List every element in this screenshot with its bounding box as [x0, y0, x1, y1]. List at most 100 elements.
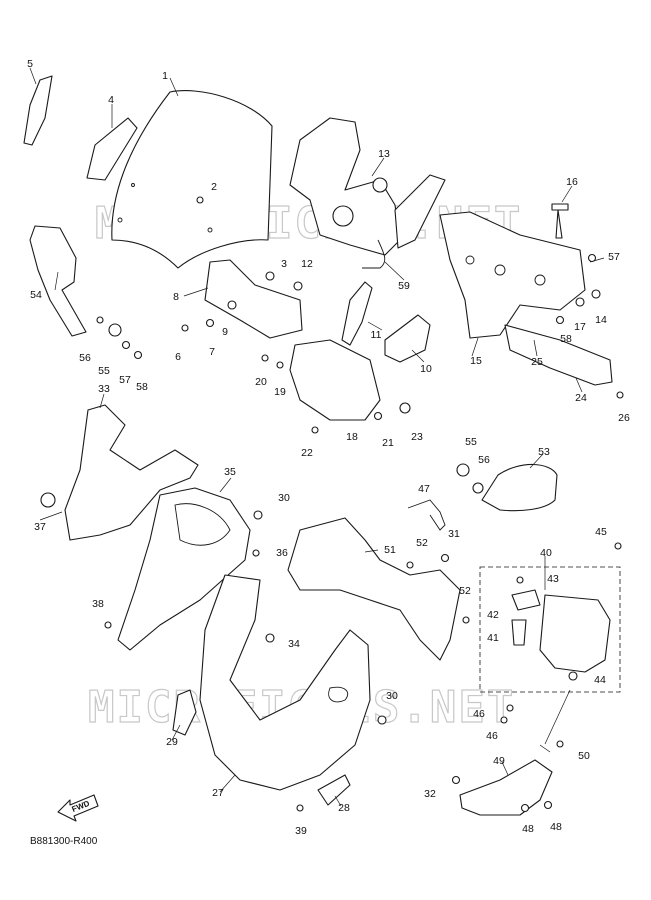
callout: 37 [34, 521, 46, 533]
callout: 46 [473, 708, 485, 720]
callout: 35 [224, 466, 236, 478]
cover-10 [384, 314, 431, 363]
bolt-36 [252, 549, 260, 557]
bolt-32 [451, 775, 461, 785]
nut-17 [575, 297, 585, 307]
callout: 7 [209, 346, 215, 358]
callout: 16 [566, 176, 578, 188]
mirror-53 [481, 463, 558, 512]
callout: 56 [79, 352, 91, 364]
callout: 48 [550, 821, 562, 833]
unit-40 [539, 594, 611, 673]
callout: 55 [465, 436, 477, 448]
bolt-22 [311, 426, 319, 434]
clip-30b [377, 715, 387, 725]
callout: 36 [276, 547, 288, 559]
callout: 40 [540, 547, 552, 559]
bolt-20 [261, 354, 269, 362]
callout: 55 [98, 365, 110, 377]
callout: 30 [386, 690, 398, 702]
callout: 17 [574, 321, 586, 333]
callout: 51 [384, 544, 396, 556]
callout: 52 [416, 537, 428, 549]
callout: 39 [295, 825, 307, 837]
nut-44 [568, 671, 578, 681]
callout: 5 [27, 58, 33, 70]
callout: 46 [486, 730, 498, 742]
bracket-49 [459, 759, 553, 816]
callout: 25 [531, 356, 543, 368]
clip-52b [462, 616, 470, 624]
callout: 41 [487, 632, 499, 644]
part-41 [511, 619, 527, 646]
callout: 4 [108, 94, 114, 106]
bracket-18 [289, 339, 381, 421]
clip-30a [253, 510, 263, 520]
cover-11 [341, 281, 373, 346]
callout: 43 [547, 573, 559, 585]
callout: 33 [98, 383, 110, 395]
callout: 30 [278, 492, 290, 504]
callout: 59 [398, 280, 410, 292]
trim-4 [86, 117, 138, 181]
inner-panel-33 [64, 404, 199, 541]
headlight-panel-35 [117, 487, 251, 651]
callout: 52 [459, 585, 471, 597]
clip-56a [96, 316, 104, 324]
clip-31 [440, 553, 450, 563]
nut-57a [587, 253, 597, 263]
callout: 48 [522, 823, 534, 835]
bolt-46a [506, 704, 514, 712]
bracket-24 [504, 324, 613, 386]
callout: 34 [288, 638, 300, 650]
callout: 19 [274, 386, 286, 398]
nut-58b [133, 350, 143, 360]
callout: 15 [470, 355, 482, 367]
cap-37 [40, 492, 56, 508]
callout: 29 [166, 736, 178, 748]
nut-3 [265, 271, 275, 281]
bolt-45 [614, 542, 622, 550]
clip-52a [406, 561, 414, 569]
part-42 [511, 589, 541, 611]
panel-28 [317, 774, 351, 806]
clip-34 [265, 633, 275, 643]
grommet-9 [227, 300, 237, 310]
callout: 57 [608, 251, 620, 263]
part-55b [456, 463, 470, 477]
callout: 18 [346, 431, 358, 443]
assembly-box-40 [479, 566, 621, 693]
screw-6 [181, 324, 189, 332]
callout: 38 [92, 598, 104, 610]
clip-48b [543, 800, 553, 810]
clip-7 [205, 318, 215, 328]
callout: 56 [478, 454, 490, 466]
front-cowl-27 [199, 574, 371, 791]
callout: 12 [301, 258, 313, 270]
wire-47 [407, 499, 446, 531]
bolt-50 [556, 740, 564, 748]
callout: 14 [595, 314, 607, 326]
callout: 53 [538, 446, 550, 458]
callout: 20 [255, 376, 267, 388]
band-23 [399, 402, 411, 414]
bolt-38 [104, 621, 112, 629]
callout: 11 [371, 329, 382, 341]
bolt-46b [500, 716, 508, 724]
panel-29 [172, 689, 197, 736]
callout: 58 [560, 333, 572, 345]
stay-15 [439, 211, 586, 339]
nut-58a [555, 315, 565, 325]
bolt-2 [196, 196, 204, 204]
callout: 44 [594, 674, 606, 686]
nut-21 [373, 411, 383, 421]
clip-48a [520, 803, 530, 813]
bracket-8 [204, 259, 303, 339]
callout: 2 [211, 181, 217, 193]
diagram-code: B881300-R400 [30, 836, 98, 847]
callout: 22 [301, 447, 313, 459]
callout: 31 [448, 528, 460, 540]
callout: 21 [382, 437, 394, 449]
callout: 42 [487, 609, 499, 621]
